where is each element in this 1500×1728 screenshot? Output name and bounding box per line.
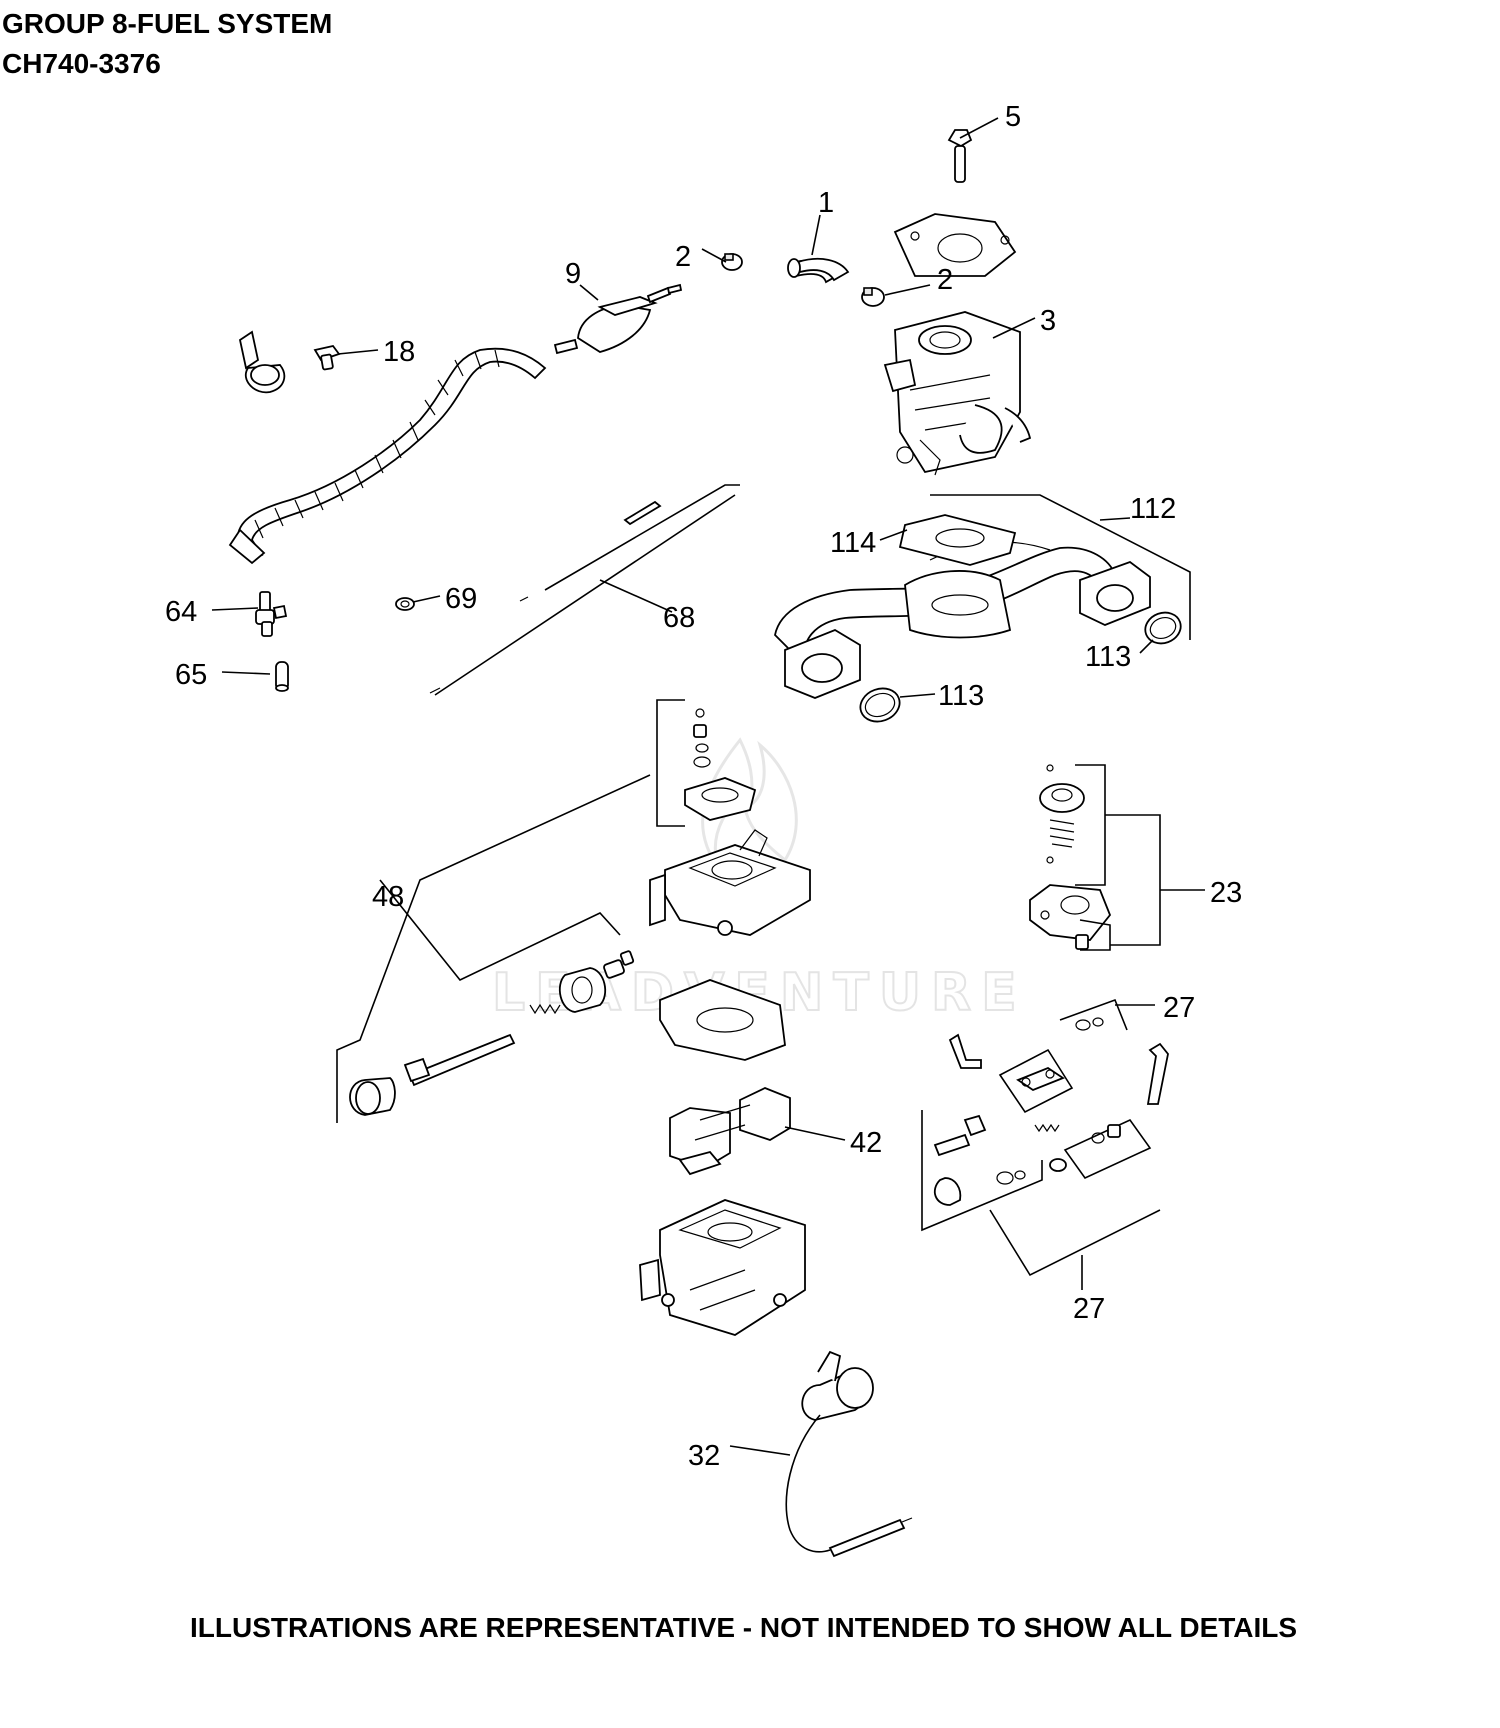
bracket-27-upper <box>1059 998 1128 1031</box>
callout-48[interactable]: 48 <box>372 881 404 913</box>
leader-line-69 <box>412 595 441 603</box>
bracket-23-lower <box>1079 919 1111 951</box>
part-48-spring-and-collar[interactable] <box>529 950 635 1015</box>
part-113-oring-right[interactable] <box>1141 608 1185 649</box>
part-18-clip[interactable] <box>238 330 286 394</box>
callout-27b[interactable]: 27 <box>1073 1293 1105 1325</box>
callout-113b[interactable]: 113 <box>1085 641 1131 673</box>
part-9-fuel-filter[interactable] <box>553 283 683 355</box>
callout-32[interactable]: 32 <box>688 1440 720 1472</box>
leader-bracket-48b <box>379 879 621 981</box>
leader-line-2a <box>701 248 727 263</box>
part-48-small-parts[interactable] <box>684 708 757 821</box>
leader-bracket-23 <box>1105 814 1161 946</box>
part-114-manifold-gasket[interactable] <box>898 514 1017 566</box>
model-number: CH740-3376 <box>2 48 161 79</box>
callout-112[interactable]: 112 <box>1130 493 1176 525</box>
footer-disclaimer: ILLUSTRATIONS ARE REPRESENTATIVE - NOT I… <box>190 1612 1298 1643</box>
part-27-upper-small-parts[interactable] <box>1075 1017 1104 1031</box>
part-48-choke-shaft[interactable] <box>349 1033 516 1116</box>
callout-68[interactable]: 68 <box>663 602 695 634</box>
part-2-hose-clamp-right[interactable] <box>861 287 885 307</box>
part-48-bowl-gasket[interactable] <box>659 979 786 1061</box>
part-27-throttle-plate[interactable] <box>998 1048 1074 1114</box>
callout-1[interactable]: 1 <box>818 187 834 219</box>
leader-line-9 <box>579 284 599 301</box>
callout-42[interactable]: 42 <box>850 1127 882 1159</box>
part-42-float[interactable] <box>669 1087 791 1176</box>
part-3-carburetor-assembly[interactable] <box>883 311 1032 476</box>
callout-2b[interactable]: 2 <box>937 264 953 296</box>
callout-18[interactable]: 18 <box>383 336 415 368</box>
callout-23[interactable]: 23 <box>1210 877 1242 909</box>
leader-line-18 <box>337 349 379 355</box>
leader-line-114 <box>879 529 908 541</box>
part-carburetor-body[interactable] <box>639 1199 806 1336</box>
callout-5[interactable]: 5 <box>1005 101 1021 133</box>
leader-line-65 <box>221 671 271 675</box>
leader-line-1 <box>811 214 821 256</box>
leader-line-64 <box>211 607 259 611</box>
part-112-intake-manifold[interactable] <box>774 541 1151 699</box>
part-68-choke-link[interactable] <box>429 484 740 696</box>
part-113-oring-left[interactable] <box>856 683 905 727</box>
part-2-hose-clamp-left[interactable] <box>721 253 743 271</box>
part-18-screw[interactable] <box>313 344 341 371</box>
bracket-27-lower-left <box>921 1110 1043 1232</box>
callout-113a[interactable]: 113 <box>938 680 984 712</box>
callout-27a[interactable]: 27 <box>1163 992 1195 1024</box>
part-carburetor-gasket[interactable] <box>893 213 1017 277</box>
part-27-wire-spring[interactable] <box>948 1033 982 1069</box>
leader-line-42 <box>784 1126 846 1141</box>
part-1-fuel-hose[interactable] <box>787 258 850 284</box>
callout-65[interactable]: 65 <box>175 659 207 691</box>
part-65-sleeve[interactable] <box>275 661 289 692</box>
callout-64[interactable]: 64 <box>165 596 197 628</box>
part-48-carburetor-top[interactable] <box>649 829 811 936</box>
part-27-elbow-tube[interactable] <box>1146 1042 1169 1105</box>
callout-2a[interactable]: 2 <box>675 241 691 273</box>
leader-bracket-48 <box>336 774 651 1123</box>
part-32-fuel-solenoid[interactable] <box>785 1350 913 1558</box>
part-27-lower-small-parts[interactable] <box>933 1114 1121 1206</box>
leader-line-113a <box>899 693 936 698</box>
part-23-diaphragm-kit[interactable] <box>1039 764 1085 864</box>
leader-line-68 <box>599 579 673 613</box>
part-fuel-line-spring[interactable] <box>228 347 547 565</box>
leader-line-2b <box>884 284 931 296</box>
leader-bracket-112 <box>930 494 1191 640</box>
part-64-fitting[interactable] <box>255 591 288 637</box>
callout-69[interactable]: 69 <box>445 583 477 615</box>
part-23-pump-body[interactable] <box>1029 884 1112 950</box>
part-69-retaining-clip[interactable] <box>395 597 415 611</box>
bracket-48-upper-kit <box>656 699 685 827</box>
callout-9[interactable]: 9 <box>565 258 581 290</box>
leader-line-32 <box>729 1445 791 1456</box>
callout-114[interactable]: 114 <box>830 527 876 559</box>
bracket-23-upper <box>1075 764 1106 886</box>
leader-line-3 <box>992 317 1036 339</box>
leader-line-112 <box>1099 517 1131 521</box>
callout-3[interactable]: 3 <box>1040 305 1056 337</box>
diagram-title: GROUP 8-FUEL SYSTEM <box>2 8 333 39</box>
leader-line-113b <box>1139 639 1154 654</box>
leader-line-5 <box>959 117 999 139</box>
leader-bracket-27b <box>989 1209 1161 1277</box>
